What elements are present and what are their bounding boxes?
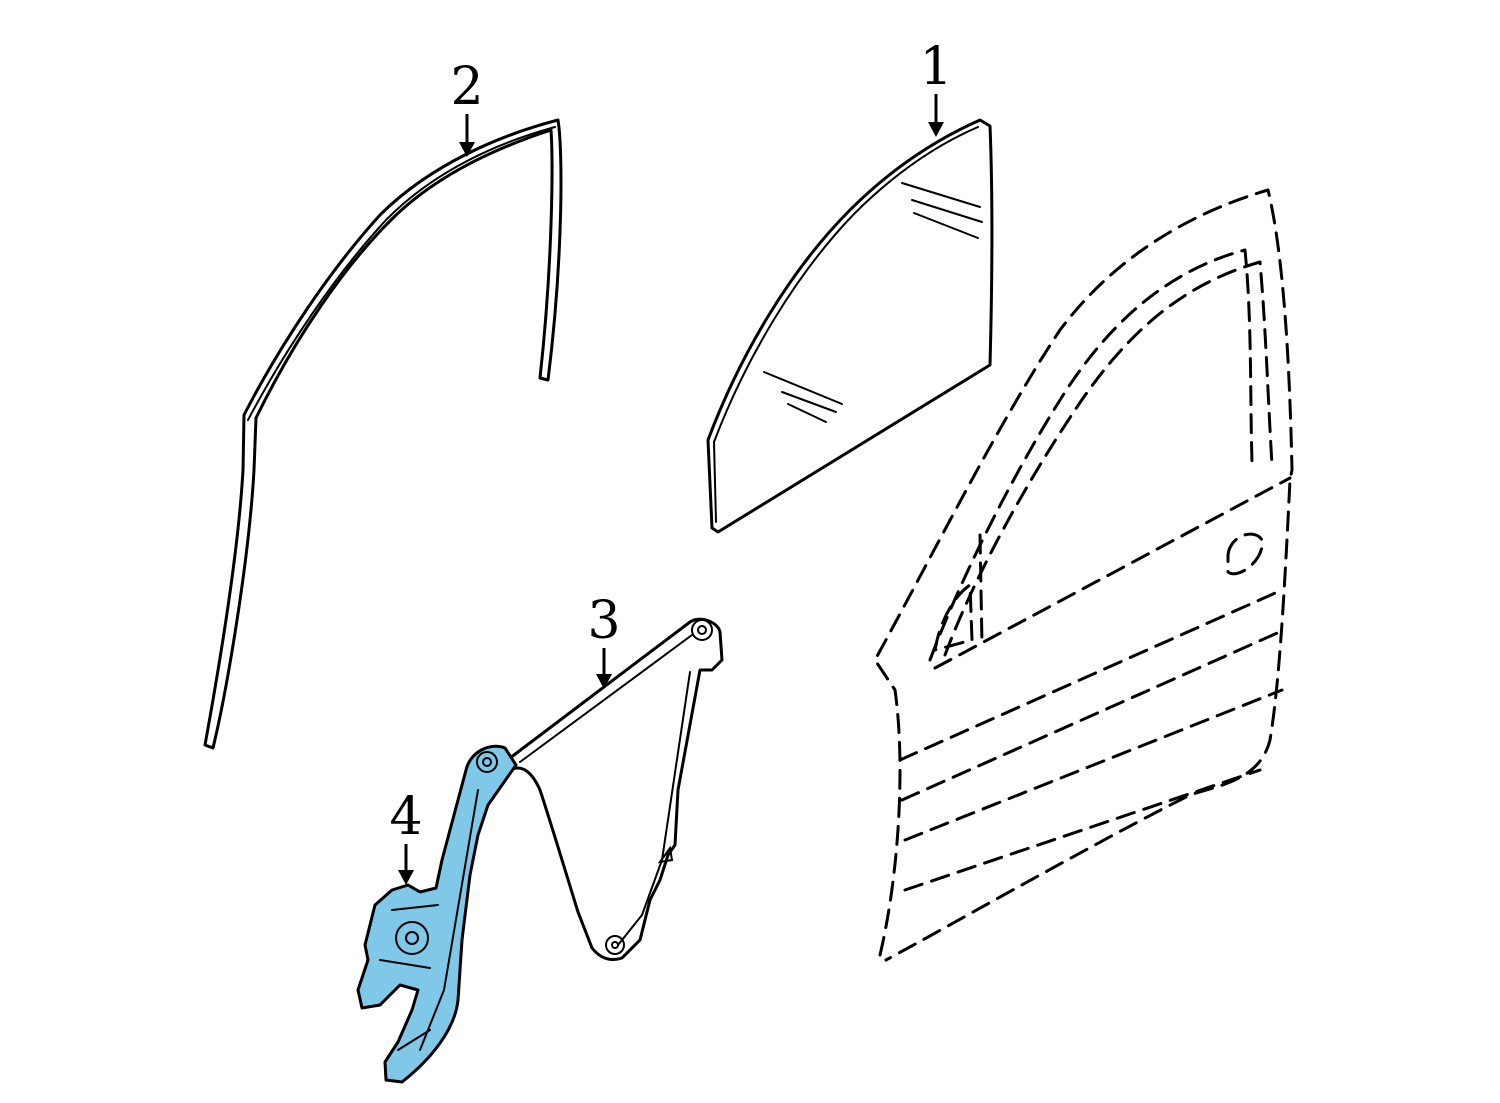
part-2-run-channel[interactable] [203, 118, 563, 750]
part-1-door-glass[interactable] [706, 118, 994, 534]
callout-3-label: 3 [587, 591, 620, 651]
part-4-fill [356, 744, 518, 1084]
callout-3-arrowhead [596, 674, 612, 689]
door-shell-reference [873, 188, 1294, 962]
part-3-regulator-arm[interactable] [508, 617, 724, 962]
callout-2: 2 [450, 57, 484, 157]
callout-1-arrowhead [928, 122, 944, 137]
callout-4-arrowhead [398, 870, 414, 885]
part-4-regulator-motor[interactable] [356, 744, 518, 1084]
callout-1: 1 [919, 37, 953, 137]
callout-3: 3 [587, 591, 621, 689]
callout-2-label: 2 [450, 57, 483, 117]
callout-2-arrowhead [459, 142, 475, 157]
callout-4-label: 4 [389, 787, 422, 847]
callout-4: 4 [389, 787, 423, 885]
callout-1-label: 1 [919, 37, 952, 97]
